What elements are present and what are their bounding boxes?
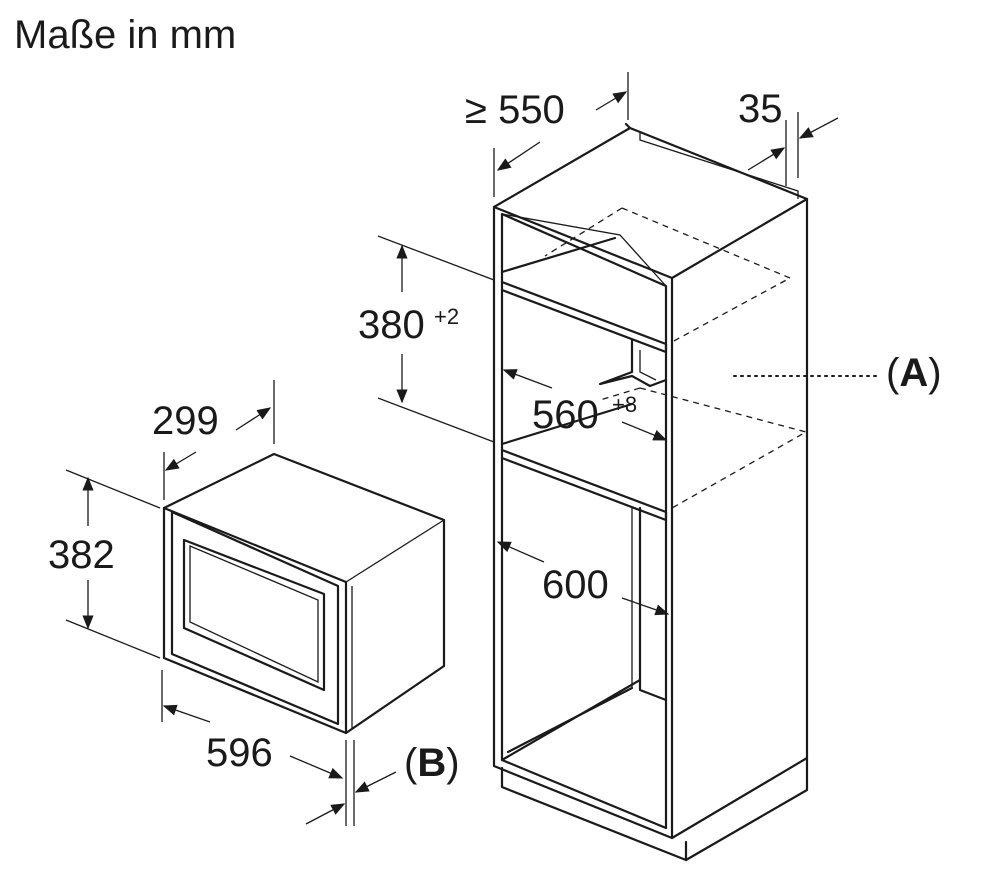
dim-device-height-label: 382 bbox=[48, 533, 115, 577]
dim-niche-width-base: 560 bbox=[532, 393, 599, 437]
svg-text:(B): (B) bbox=[404, 741, 460, 785]
callout-a-open: ( bbox=[886, 351, 900, 395]
tall-cabinet bbox=[492, 122, 809, 862]
dim-device-depth-label: 299 bbox=[152, 399, 219, 443]
dim-cabinet-width-label: 600 bbox=[542, 563, 609, 607]
dim-device-height: 382 bbox=[48, 469, 161, 659]
page-title: Maße in mm bbox=[14, 13, 236, 57]
dim-niche-width-tolerance: +8 bbox=[612, 392, 637, 417]
built-in-device bbox=[162, 452, 446, 735]
dim-niche-depth-label: ≥ 550 bbox=[465, 88, 565, 132]
callout-b-close: ) bbox=[446, 741, 459, 785]
dim-device-depth: 299 bbox=[152, 380, 275, 500]
dim-niche-depth: ≥ 550 bbox=[465, 72, 629, 197]
callout-a-close: ) bbox=[928, 351, 941, 395]
dim-niche-width: 560 +8 bbox=[502, 369, 668, 441]
dim-device-width-label: 596 bbox=[206, 731, 273, 775]
dim-niche-height-base: 380 bbox=[358, 303, 425, 347]
callout-b: (B) bbox=[305, 740, 460, 826]
callout-a-letter: A bbox=[899, 351, 928, 395]
dim-cabinet-width: 600 bbox=[496, 541, 670, 616]
dim-niche-height-tolerance: +2 bbox=[434, 304, 459, 329]
dim-device-width: 596 bbox=[161, 670, 347, 826]
dashed-outlines bbox=[544, 207, 808, 509]
callout-a: (A) bbox=[733, 351, 942, 395]
callout-b-open: ( bbox=[404, 741, 418, 785]
dim-niche-height: 380 +2 bbox=[358, 235, 495, 443]
dim-side-offset-label: 35 bbox=[738, 87, 783, 131]
svg-text:(A): (A) bbox=[886, 351, 942, 395]
callout-b-letter: B bbox=[417, 741, 446, 785]
dim-side-offset: 35 bbox=[738, 87, 839, 186]
